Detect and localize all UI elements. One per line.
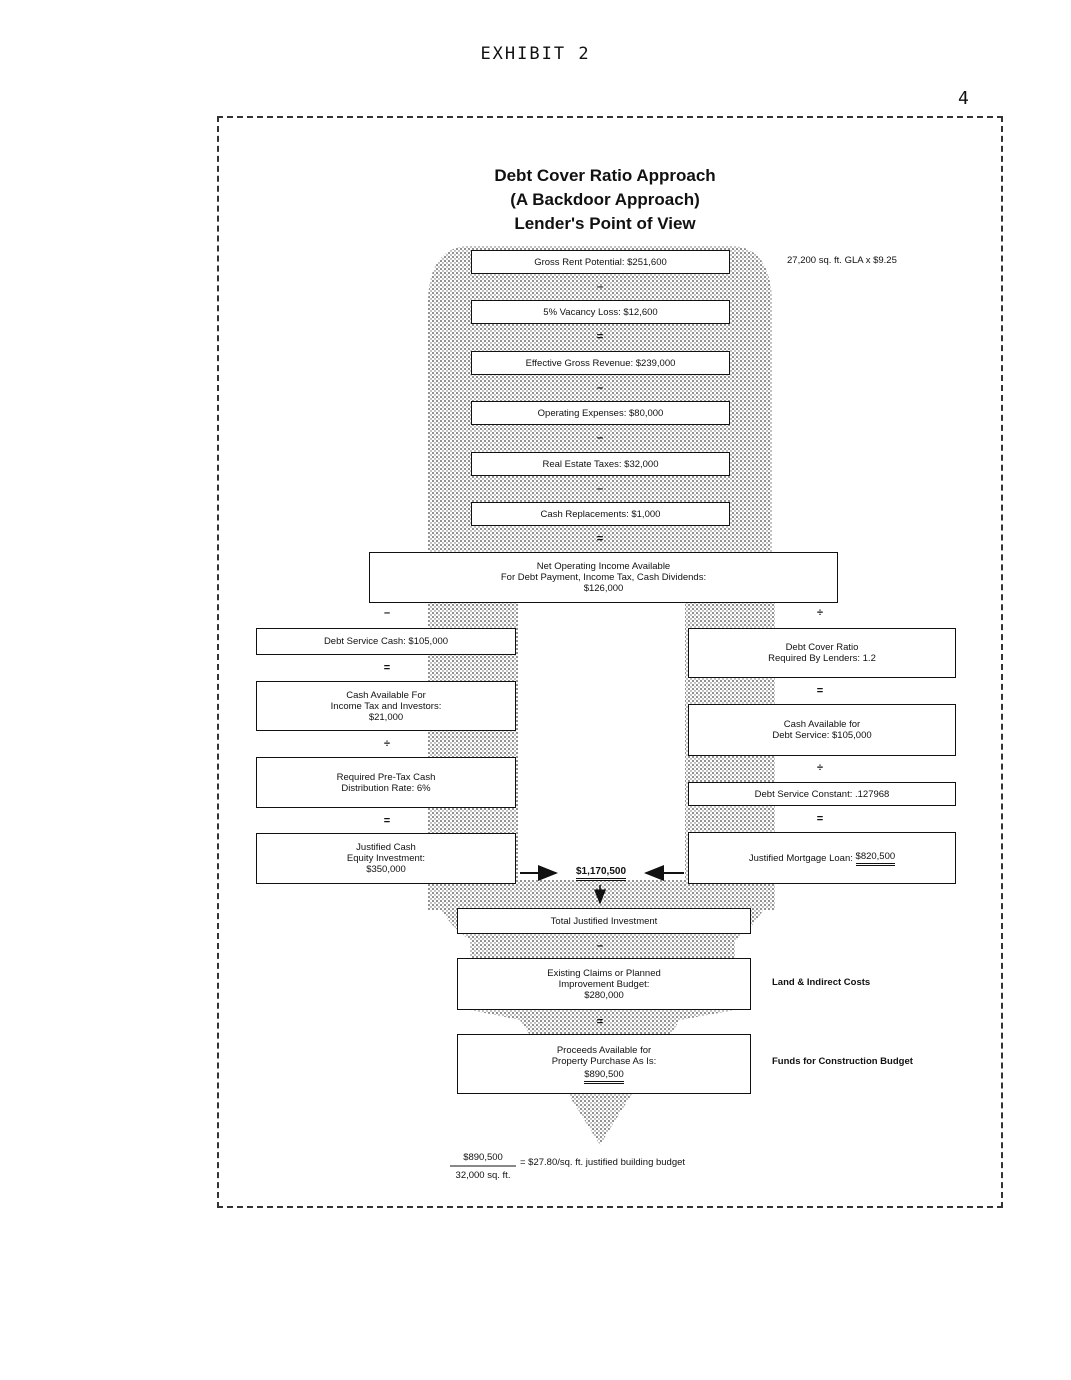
cash-debt-service-line-1: Cash Available for [783, 719, 861, 730]
existing-claims-line-1: Existing Claims or Planned [547, 967, 661, 979]
justified-equity-box: Justified Cash Equity Investment: $350,0… [256, 833, 516, 884]
justified-mortgage-label: Justified Mortgage Loan: [748, 852, 853, 864]
land-note: Land & Indirect Costs [772, 977, 871, 988]
operator-divide: ÷ [383, 738, 391, 750]
debt-service-cash-box: Debt Service Cash: $105,000 [256, 628, 516, 655]
proceeds-line-3: $890,500 [584, 1069, 624, 1084]
debt-service-cash-text: Debt Service Cash: $105,000 [323, 636, 449, 647]
cash-available-line-2: Income Tax and Investors: [330, 700, 442, 712]
noi-line-2: For Debt Payment, Income Tax, Cash Divid… [500, 572, 707, 583]
title-line-3: Lender's Point of View [514, 214, 696, 233]
fraction-numerator: $890,500 [463, 1152, 503, 1163]
replacements-text: Cash Replacements: $1,000 [540, 508, 661, 520]
total-justified-investment-box: Total Justified Investment [457, 908, 751, 934]
justified-equity-line-1: Justified Cash [356, 842, 416, 853]
proceeds-line-1: Proceeds Available for [556, 1044, 652, 1056]
operator-equals: = [383, 662, 391, 674]
noi-line-1: Net Operating Income Available [536, 561, 671, 572]
existing-claims-line-3: $280,000 [584, 989, 624, 1001]
cash-available-investors-box: Cash Available For Income Tax and Invest… [256, 681, 516, 731]
taxes-text: Real Estate Taxes: $32,000 [542, 458, 659, 470]
operator-divide: ÷ [816, 607, 824, 619]
fraction-denominator: 32,000 sq. ft. [455, 1170, 511, 1181]
vacancy-text: 5% Vacancy Loss: $12,600 [543, 306, 658, 318]
debt-service-constant-text: Debt Service Constant: .127968 [754, 788, 890, 800]
proceeds-available-box: Proceeds Available for Property Purchase… [457, 1034, 751, 1094]
cash-available-line-3: $21,000 [368, 711, 404, 723]
operator-equals: = [383, 815, 391, 827]
egr-box: Effective Gross Revenue: $239,000 [471, 351, 730, 375]
gross-rent-text: Gross Rent Potential: $251,600 [534, 256, 667, 268]
operator-minus: – [596, 281, 604, 293]
page-number: 4 [958, 88, 969, 109]
taxes-box: Real Estate Taxes: $32,000 [471, 452, 730, 476]
egr-text: Effective Gross Revenue: $239,000 [525, 357, 676, 369]
operator-equals: = [816, 685, 824, 697]
justified-equity-line-3: $350,000 [366, 864, 406, 875]
stipple-lower-funnel [428, 880, 775, 1145]
justified-mortgage-value: $820,500 [855, 851, 896, 866]
debt-service-constant-box: Debt Service Constant: .127968 [688, 782, 956, 806]
cash-available-debt-service-box: Cash Available for Debt Service: $105,00… [688, 704, 956, 756]
sum-value: $1,170,500 [560, 866, 642, 881]
operator-minus: – [596, 483, 604, 495]
operator-equals: = [816, 813, 824, 825]
debt-cover-ratio-box: Debt Cover Ratio Required By Lenders: 1.… [688, 628, 956, 678]
operator-equals: = [596, 331, 604, 343]
operator-minus: – [596, 940, 604, 952]
cash-debt-service-line-2: Debt Service: $105,000 [772, 730, 872, 741]
cash-available-line-1: Cash Available For [346, 689, 426, 701]
distribution-rate-line-2: Distribution Rate: 6% [341, 782, 431, 794]
justified-equity-line-2: Equity Investment: [346, 853, 426, 864]
debt-cover-ratio-line-2: Required By Lenders: 1.2 [768, 653, 876, 664]
exhibit-frame [217, 116, 1003, 1208]
funds-note: Funds for Construction Budget [772, 1056, 913, 1067]
existing-claims-box: Existing Claims or Planned Improvement B… [457, 958, 751, 1010]
title-line-2: (A Backdoor Approach) [510, 190, 700, 209]
operator-minus: – [596, 432, 604, 444]
operator-minus: – [383, 607, 391, 619]
diagram-title: Debt Cover Ratio Approach (A Backdoor Ap… [420, 164, 790, 236]
budget-result: = $27.80/sq. ft. justified building budg… [520, 1157, 686, 1168]
gross-rent-box: Gross Rent Potential: $251,600 [471, 250, 730, 274]
proceeds-line-2: Property Purchase As Is: [551, 1055, 657, 1067]
opex-box: Operating Expenses: $80,000 [471, 401, 730, 425]
existing-claims-line-2: Improvement Budget: [558, 978, 650, 990]
replacements-box: Cash Replacements: $1,000 [471, 502, 730, 526]
noi-line-3: $126,000 [583, 583, 624, 594]
justified-mortgage-box: Justified Mortgage Loan: $820,500 [688, 832, 956, 884]
exhibit-label: EXHIBIT 2 [480, 44, 591, 64]
operator-minus: – [596, 382, 604, 394]
distribution-rate-box: Required Pre-Tax Cash Distribution Rate:… [256, 757, 516, 808]
total-justified-investment-text: Total Justified Investment [550, 915, 658, 927]
vacancy-box: 5% Vacancy Loss: $12,600 [471, 300, 730, 324]
title-line-1: Debt Cover Ratio Approach [494, 166, 716, 185]
gla-note: 27,200 sq. ft. GLA x $9.25 [787, 255, 897, 266]
noi-box: Net Operating Income Available For Debt … [369, 552, 838, 603]
debt-cover-ratio-line-1: Debt Cover Ratio [785, 642, 859, 653]
operator-equals: = [596, 1016, 604, 1028]
distribution-rate-line-1: Required Pre-Tax Cash [336, 771, 436, 783]
operator-equals: = [596, 533, 604, 545]
operator-divide: ÷ [816, 762, 824, 774]
opex-text: Operating Expenses: $80,000 [537, 407, 664, 419]
